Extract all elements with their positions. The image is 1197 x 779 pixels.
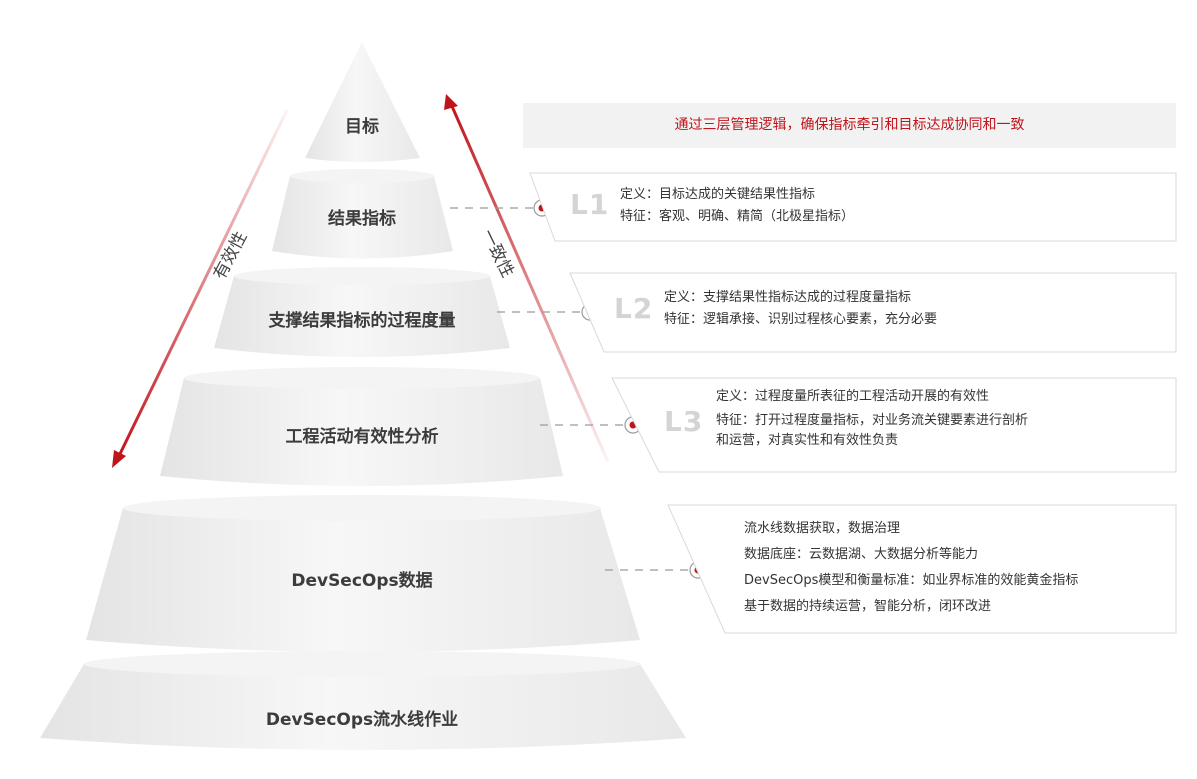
card-data-text: 流水线数据获取，数据治理 数据底座：云数据湖、大数据分析等能力 DevSecOp… bbox=[744, 516, 1078, 620]
summary-banner: 通过三层管理逻辑，确保指标牵引和目标达成协同和一致 bbox=[523, 103, 1176, 148]
card-l3-text: 定义：过程度量所表征的工程活动开展的有效性 特征：打开过程度量指标，对业务流关键… bbox=[716, 387, 1028, 451]
tier-label-engineering-activity: 工程活动有效性分析 bbox=[286, 426, 439, 447]
pyramid-tier-process-metrics: 支撑结果指标的过程度量 bbox=[214, 267, 510, 357]
card-l2-text: 定义：支撑结果性指标达成的过程度量指标 特征：逻辑承接、识别过程核心要素，充分必… bbox=[664, 287, 937, 331]
effectiveness-arrow bbox=[112, 109, 289, 468]
card-data-line-1: 流水线数据获取，数据治理 bbox=[744, 521, 901, 536]
tier-label-result-metrics: 结果指标 bbox=[328, 208, 396, 229]
tier-label-goal: 目标 bbox=[345, 116, 379, 137]
connector-l2 bbox=[497, 303, 599, 321]
card-l3-code: L3 bbox=[664, 405, 704, 438]
card-data-line-3: DevSecOps模型和衡量标准：如业界标准的效能黄金指标 bbox=[744, 573, 1079, 588]
card-l1-text: 定义：目标达成的关键结果性指标 特征：客观、明确、精简（北极星指标） bbox=[620, 184, 854, 228]
card-l3-feature: 特征：打开过程度量指标，对业务流关键要素进行剖析 bbox=[716, 413, 1029, 428]
card-l3-feature-cont: 和运营，对真实性和有效性负责 bbox=[716, 433, 899, 448]
card-l3-definition: 定义：过程度量所表征的工程活动开展的有效性 bbox=[716, 389, 990, 404]
pyramid-tier-devsecops-data: DevSecOps数据 bbox=[86, 495, 640, 652]
pyramid-tier-result-metrics: 结果指标 bbox=[272, 169, 453, 259]
card-l1-outline bbox=[529, 172, 1177, 242]
pyramid-tier-goal: 目标 bbox=[305, 42, 420, 162]
card-l3-outline bbox=[611, 377, 1177, 473]
consistency-arrow bbox=[444, 94, 610, 463]
card-data-line-2: 数据底座：云数据湖、大数据分析等能力 bbox=[744, 547, 979, 562]
card-l2-definition: 定义：支撑结果性指标达成的过程度量指标 bbox=[664, 290, 912, 305]
pyramid-tier-devsecops-pipeline: DevSecOps流水线作业 bbox=[40, 651, 686, 750]
pyramid-tier-engineering-activity: 工程活动有效性分析 bbox=[160, 367, 563, 486]
card-l1-code: L1 bbox=[570, 188, 610, 221]
card-l2-code: L2 bbox=[614, 292, 654, 325]
card-data-line-4: 基于数据的持续运营，智能分析，闭环改进 bbox=[744, 599, 992, 614]
tier-label-devsecops-data: DevSecOps数据 bbox=[291, 570, 432, 591]
card-l1-feature: 特征：客观、明确、精简（北极星指标） bbox=[620, 209, 855, 224]
tier-label-process-metrics: 支撑结果指标的过程度量 bbox=[269, 310, 456, 331]
tier-label-devsecops-pipeline: DevSecOps流水线作业 bbox=[266, 709, 458, 730]
card-l2-outline bbox=[569, 272, 1177, 353]
card-l2-feature: 特征：逻辑承接、识别过程核心要素，充分必要 bbox=[664, 312, 938, 327]
card-l1-definition: 定义：目标达成的关键结果性指标 bbox=[620, 187, 816, 202]
card-data-outline bbox=[667, 504, 1177, 634]
